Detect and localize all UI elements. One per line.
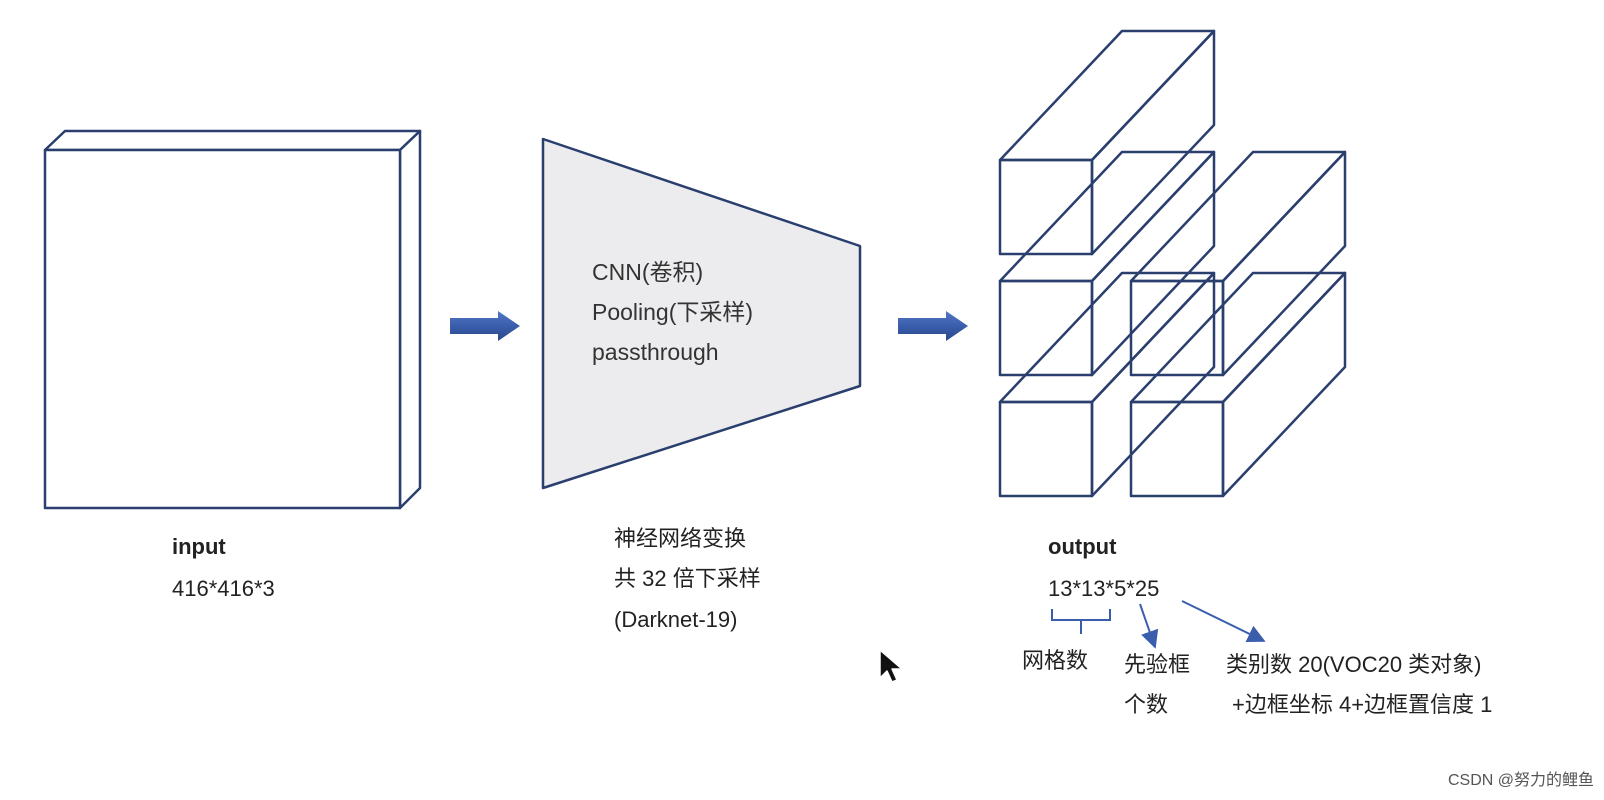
anchor-count-label-1: 先验框: [1124, 652, 1191, 677]
anchor-pointer-arrow: [1139, 603, 1159, 649]
anchor-count-label-2: 个数: [1124, 692, 1169, 717]
grid-count-label: 网格数: [1022, 648, 1089, 673]
watermark: CSDN @努力的鲤鱼: [1447, 772, 1594, 789]
input-title: input: [172, 534, 226, 559]
input-dims: 416*416*3: [172, 576, 275, 601]
mouse-cursor-icon: [879, 649, 903, 683]
input-cube: [43, 129, 422, 510]
output-formula: 13*13*5*25: [1048, 576, 1160, 601]
network-caption-1: 神经网络变换: [614, 526, 747, 551]
network-line-cnn: CNN(卷积): [592, 259, 704, 285]
network-line-passthrough: passthrough: [592, 339, 719, 365]
network-text: CNN(卷积) Pooling(下采样) passthrough: [592, 252, 753, 372]
arrow-network-to-output: [898, 311, 968, 341]
class-pointer-arrow: [1181, 600, 1266, 642]
class-count-label-2: +边框坐标 4+边框置信度 1: [1232, 692, 1493, 717]
network-line-pooling: Pooling(下采样): [592, 299, 754, 325]
network-caption-2: 共 32 倍下采样: [614, 566, 761, 591]
output-tensor: [998, 29, 1347, 498]
output-title: output: [1048, 534, 1117, 559]
grid-brace: [1051, 609, 1111, 634]
network-caption-3: (Darknet-19): [614, 607, 738, 632]
network-trapezoid: [541, 137, 862, 490]
class-count-label-1: 类别数 20(VOC20 类对象): [1226, 652, 1482, 677]
arrow-input-to-network: [450, 311, 520, 341]
